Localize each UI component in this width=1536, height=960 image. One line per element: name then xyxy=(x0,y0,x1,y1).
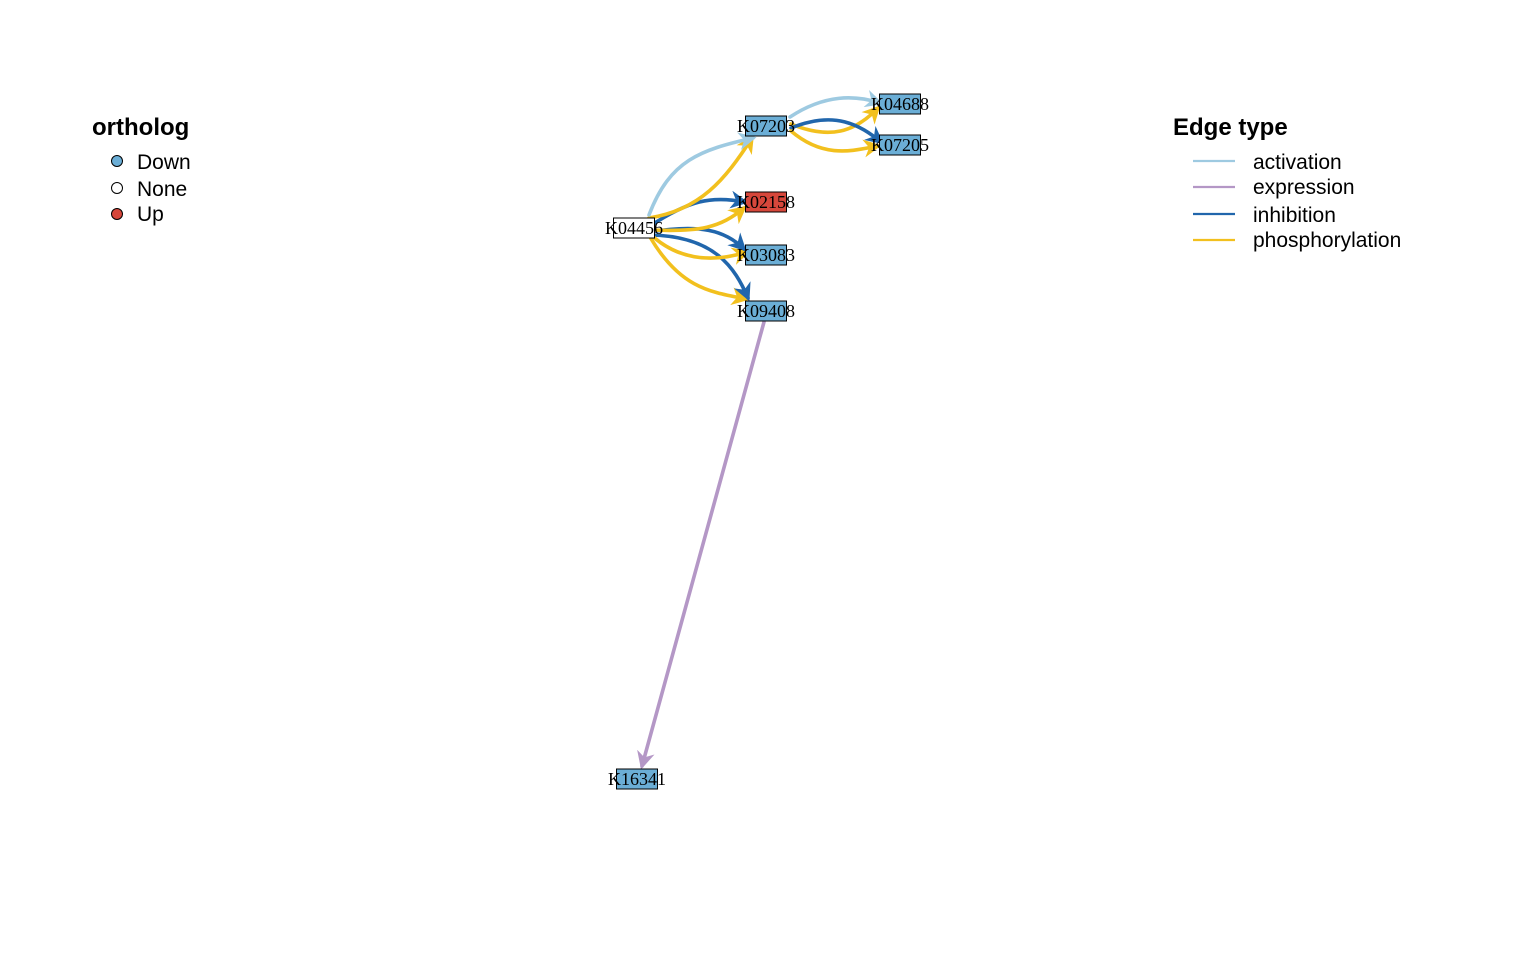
edge-activation-k07203-k04688 xyxy=(788,90,884,119)
node-box-k02158 xyxy=(745,191,787,213)
edge-type-legend-label-expression: expression xyxy=(1253,176,1355,199)
edge-type-legend: Edge type activation expression inhibiti… xyxy=(1173,114,1401,252)
node-box-k04688 xyxy=(879,93,921,115)
ortholog-legend-label-down: Down xyxy=(137,151,191,174)
down-swatch xyxy=(111,155,123,167)
edge-phosphorylation-k07203-k04688 xyxy=(789,105,881,135)
node-label-k07203: K07203 xyxy=(737,116,795,136)
edge-phosphorylation-k07203-k07205 xyxy=(789,129,882,158)
node-k07205[interactable]: K07205 xyxy=(871,134,929,156)
edge-type-legend-label-inhibition: inhibition xyxy=(1253,204,1336,227)
edge-inhibition-k04456-k02158 xyxy=(648,190,749,228)
node-k09408[interactable]: K09408 xyxy=(737,300,795,322)
edge-type-legend-label-activation: activation xyxy=(1253,151,1342,174)
edges-layer xyxy=(637,90,884,770)
node-label-k02158: K02158 xyxy=(737,192,795,212)
ortholog-legend-title: ortholog xyxy=(92,114,189,141)
edge-type-legend-title: Edge type xyxy=(1173,114,1288,141)
ortholog-legend-item-down: Down xyxy=(111,151,191,174)
node-k04688[interactable]: K04688 xyxy=(871,93,929,115)
edge-activation-k04456-k07203 xyxy=(647,132,757,217)
edge-phosphorylation-k04456-k02158 xyxy=(649,205,747,233)
edge-type-legend-item-phosphorylation: phosphorylation xyxy=(1193,229,1401,252)
up-swatch xyxy=(111,208,123,220)
node-box-k04456 xyxy=(613,217,655,239)
node-label-k16341: K16341 xyxy=(608,769,666,789)
edge-expression-k09408-k16341 xyxy=(637,320,766,770)
nodes-layer: K04456 K07203 K04688K07205K02158K03083K094… xyxy=(605,93,929,790)
ortholog-legend: ortholog Down None Up xyxy=(92,114,191,226)
edge-type-legend-item-activation: activation xyxy=(1193,151,1342,174)
node-label-k04688: K04688 xyxy=(871,94,929,114)
ortholog-legend-label-up: Up xyxy=(137,203,164,226)
node-k07203[interactable]: K07203 xyxy=(737,115,795,137)
ortholog-legend-item-up: Up xyxy=(111,203,164,226)
node-box-k16341 xyxy=(616,768,658,790)
edge-type-legend-item-inhibition: inhibition xyxy=(1193,204,1336,227)
edge-inhibition-k07203-k07205 xyxy=(789,118,884,145)
ortholog-legend-item-none: None xyxy=(111,178,187,201)
node-label-k09408: K09408 xyxy=(737,301,795,321)
node-k16341[interactable]: K16341 xyxy=(608,768,666,790)
node-box-k07203 xyxy=(745,115,787,137)
edge-phosphorylation-k04456-k07203 xyxy=(647,134,754,220)
ortholog-legend-label-none: None xyxy=(137,178,187,201)
node-label-k03083: K03083 xyxy=(737,245,795,265)
node-label-k07205: K07205 xyxy=(871,135,929,155)
node-box-k09408 xyxy=(745,300,787,322)
node-label-k04456: K04456 xyxy=(605,218,663,238)
edge-type-legend-item-expression: expression xyxy=(1193,176,1355,199)
edge-inhibition-k04456-k09408 xyxy=(648,233,751,302)
node-k02158[interactable]: K02158 xyxy=(737,191,795,213)
edge-phosphorylation-k04456-k03083 xyxy=(648,232,751,265)
edge-type-legend-label-phosphorylation: phosphorylation xyxy=(1253,229,1401,252)
none-swatch xyxy=(111,182,123,194)
node-k04456[interactable]: K04456 xyxy=(605,217,663,239)
node-box-k07205 xyxy=(879,134,921,156)
node-box-k03083 xyxy=(745,244,787,266)
node-k03083[interactable]: K03083 xyxy=(737,244,795,266)
